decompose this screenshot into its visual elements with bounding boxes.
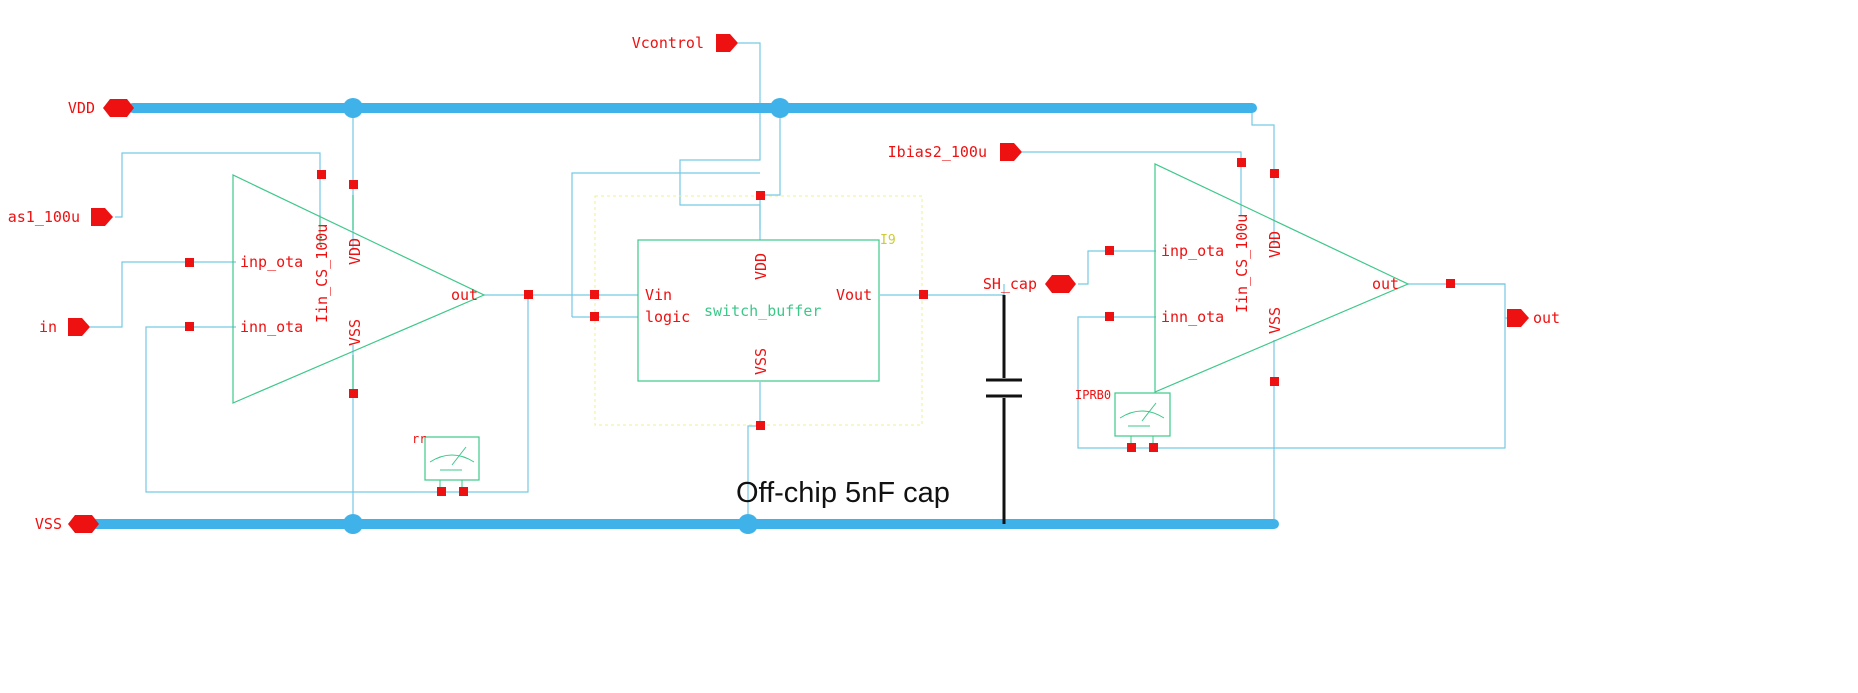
pin-square: [1270, 377, 1279, 386]
junction-dot: [343, 98, 363, 118]
ota2-symbol[interactable]: [1154, 163, 1410, 393]
pin-labels: Vcontrol VDD as1_100u in VSS Ibias2_100u…: [8, 34, 1560, 533]
logic-label: logic: [645, 308, 690, 326]
junction-dot: [770, 98, 790, 118]
pin-square: [590, 290, 599, 299]
pin-square: [1237, 158, 1246, 167]
probe2-label: IPRB0: [1075, 388, 1111, 402]
ota2-labels: inp_ota inn_ota out Iin_CS_100u VDD VSS: [1161, 214, 1399, 334]
bus-junctions: [343, 98, 790, 534]
ota1-symbol[interactable]: [232, 174, 486, 404]
ota1-inp-label: inp_ota: [240, 253, 303, 271]
pin-square: [590, 312, 599, 321]
vout-label: Vout: [836, 286, 872, 304]
pin-square: [1149, 443, 1158, 452]
buffer-vdd-label: VDD: [752, 253, 770, 280]
pin-square: [1446, 279, 1455, 288]
pin-square: [185, 322, 194, 331]
pin-squares: [185, 158, 1455, 496]
wires: [90, 42, 1507, 524]
probe2-symbol[interactable]: [1114, 392, 1171, 448]
vss-pin-flag[interactable]: [68, 515, 99, 533]
pin-square: [1127, 443, 1136, 452]
pin-square: [1105, 312, 1114, 321]
off-chip-cap-annotation: Off-chip 5nF cap: [736, 477, 950, 509]
vss-pin-label: VSS: [35, 515, 62, 533]
buffer-vss-label: VSS: [752, 348, 770, 375]
pin-square: [317, 170, 326, 179]
ota2-inn-label: inn_ota: [1161, 308, 1224, 326]
probe1-symbol[interactable]: [424, 436, 480, 492]
sh-cap-label: SH_cap: [983, 275, 1037, 293]
pin-square: [437, 487, 446, 496]
ota2-iin-label: Iin_CS_100u: [1233, 214, 1251, 313]
junction-dot: [343, 514, 363, 534]
in-pin-flag[interactable]: [68, 318, 90, 336]
pin-square: [524, 290, 533, 299]
vin-label: Vin: [645, 286, 672, 304]
ibias2-pin-flag[interactable]: [1000, 143, 1022, 161]
pin-square: [1105, 246, 1114, 255]
off-chip-capacitor[interactable]: [986, 295, 1022, 524]
ibias1-pin-flag[interactable]: [91, 208, 113, 226]
switch-buffer-labels: I9 switch_buffer Vin logic Vout VDD VSS: [645, 233, 896, 375]
pin-square: [185, 258, 194, 267]
probe-labels: rr IPRB0: [412, 388, 1111, 446]
ibias2-label: Ibias2_100u: [888, 143, 987, 161]
pin-square: [459, 487, 468, 496]
buses: [91, 103, 1279, 529]
ota1-inn-label: inn_ota: [240, 318, 303, 336]
out-pin-flag[interactable]: [1507, 309, 1529, 327]
ota1-vdd-label: VDD: [346, 238, 364, 265]
sh-cap-pin-flag[interactable]: [1045, 275, 1076, 293]
ota2-vdd-label: VDD: [1266, 231, 1284, 258]
probe1-label: rr: [412, 432, 426, 446]
ota1-vss-label: VSS: [346, 319, 364, 346]
pin-square: [919, 290, 928, 299]
ibias1-label: as1_100u: [8, 208, 80, 226]
ota1-iin-label: Iin_CS_100u: [313, 224, 331, 323]
switch-buffer-name: switch_buffer: [704, 302, 821, 320]
ota2-out-label: out: [1372, 275, 1399, 293]
out-pin-label: out: [1533, 309, 1560, 327]
vcontrol-pin-flag[interactable]: [716, 34, 738, 52]
vdd-pin-label: VDD: [68, 99, 95, 117]
vcontrol-label: Vcontrol: [632, 34, 704, 52]
pin-square: [349, 389, 358, 398]
io-pin-flags: [68, 34, 1529, 533]
pin-square: [349, 180, 358, 189]
ota1-out-label: out: [451, 286, 478, 304]
junction-dot: [738, 514, 758, 534]
instance-label: I9: [880, 233, 896, 248]
ota1-labels: inp_ota inn_ota out Iin_CS_100u VDD VSS: [240, 224, 478, 346]
ota2-vss-label: VSS: [1266, 307, 1284, 334]
pin-square: [756, 191, 765, 200]
pin-square: [1270, 169, 1279, 178]
pin-square: [756, 421, 765, 430]
vdd-pin-flag[interactable]: [103, 99, 134, 117]
ota2-inp-label: inp_ota: [1161, 242, 1224, 260]
in-label: in: [39, 318, 57, 336]
